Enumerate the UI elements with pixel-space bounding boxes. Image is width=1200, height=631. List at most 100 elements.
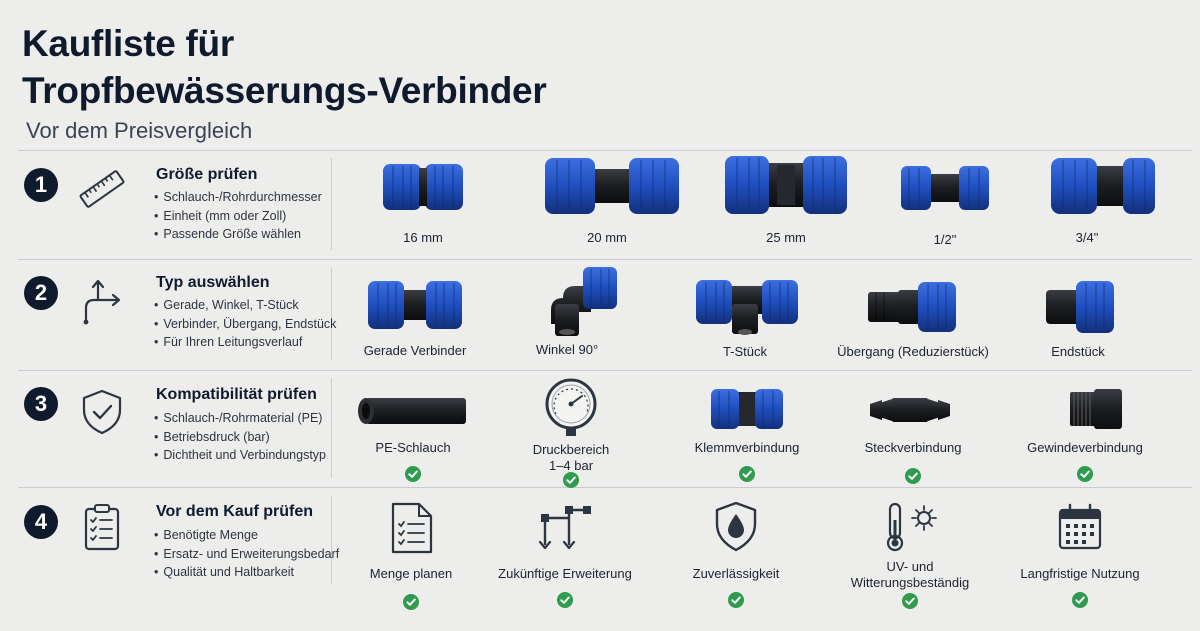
page-title: Kaufliste für Tropfbewässerungs-Verbinde… bbox=[22, 20, 547, 114]
item-threaded-connection: Gewindeverbindung bbox=[990, 386, 1180, 456]
step-heading-4: Vor dem Kauf prüfen bbox=[156, 503, 314, 520]
pipe-branch-icon bbox=[538, 506, 591, 550]
item-label: Klemmverbindung bbox=[694, 440, 800, 455]
item-straight-connector: Gerade Verbinder bbox=[320, 276, 510, 359]
item-label: UV- und bbox=[886, 559, 934, 574]
bullet: Qualität und Haltbarkeit bbox=[154, 563, 339, 582]
check-icon bbox=[905, 468, 921, 484]
bullet: Ersatz- und Erweiterungsbedarf bbox=[154, 545, 339, 564]
item-label: Menge planen bbox=[369, 566, 453, 581]
item-label: Übergang (Reduzierstück) bbox=[837, 344, 989, 359]
step-heading-1: Größe prüfen bbox=[156, 166, 258, 183]
straight-connector-icon bbox=[368, 281, 462, 329]
item-half-inch: 1/2" bbox=[850, 160, 1040, 248]
item-three-quarter-inch: 3/4" bbox=[992, 154, 1182, 246]
check-icon bbox=[563, 472, 579, 488]
item-pe-hose: PE-Schlauch bbox=[318, 388, 508, 456]
coupling-20mm-icon bbox=[545, 158, 679, 214]
divider-2 bbox=[18, 370, 1192, 371]
item-future-expansion: Zukünftige Erweiterung bbox=[470, 500, 660, 582]
item-label: Winkel 90° bbox=[535, 342, 599, 357]
check-icon bbox=[902, 593, 918, 609]
check-icon bbox=[403, 594, 419, 610]
step-heading-2: Typ auswählen bbox=[156, 274, 270, 291]
item-label: Endstück bbox=[1051, 344, 1105, 359]
step-bullets-1: Schlauch-/Rohrdurchmesser Einheit (mm od… bbox=[154, 188, 322, 244]
item-label: Zuverlässigkeit bbox=[692, 566, 780, 581]
step-heading-3: Kompatibilität prüfen bbox=[156, 386, 317, 403]
item-elbow-90: Winkel 90° bbox=[472, 264, 662, 358]
bullet: Betriebsdruck (bar) bbox=[154, 428, 326, 447]
item-label-line2: Witterungsbeständig bbox=[850, 575, 970, 590]
divider-1 bbox=[18, 259, 1192, 260]
clipboard-checklist-icon bbox=[84, 504, 120, 551]
step-bullets-4: Benötigte Menge Ersatz- und Erweiterungs… bbox=[154, 526, 339, 582]
branch-arrows-icon bbox=[83, 279, 121, 325]
item-label: Zukünftige Erweiterung bbox=[498, 566, 632, 581]
check-icon bbox=[405, 466, 421, 482]
title-line-1: Kaufliste für bbox=[22, 23, 234, 64]
threaded-connection-icon bbox=[1070, 389, 1122, 429]
vdivider-1 bbox=[331, 158, 332, 250]
page-subtitle: Vor dem Preisvergleich bbox=[26, 118, 253, 143]
check-icon bbox=[557, 592, 573, 608]
bullet: Schlauch-/Rohrmaterial (PE) bbox=[154, 409, 326, 428]
item-clamp-connection: Klemmverbindung bbox=[652, 386, 842, 456]
elbow-90-icon bbox=[551, 267, 617, 336]
title-line-2: Tropfbewässerungs-Verbinder bbox=[22, 70, 547, 111]
ruler-icon bbox=[79, 170, 125, 208]
item-label: T-Stück bbox=[722, 344, 768, 359]
coupling-16mm-icon bbox=[383, 164, 463, 210]
item-label: Gewindeverbindung bbox=[1027, 440, 1143, 455]
item-end-cap: Endstück bbox=[983, 278, 1173, 360]
item-pressure-range: Druckbereich 1–4 bar bbox=[476, 376, 666, 474]
calendar-icon bbox=[1058, 503, 1102, 550]
step-number-3: 3 bbox=[24, 387, 58, 421]
item-t-piece: T-Stück bbox=[650, 278, 840, 360]
item-label: Steckverbindung bbox=[864, 440, 962, 455]
item-long-term-use: Langfristige Nutzung bbox=[985, 502, 1175, 582]
shield-drop-icon bbox=[715, 501, 757, 552]
item-25mm: 25 mm bbox=[691, 153, 881, 246]
item-label-line2: 1–4 bar bbox=[548, 458, 594, 473]
end-cap-icon bbox=[1046, 281, 1114, 333]
check-icon bbox=[739, 466, 755, 482]
coupling-three-quarter-inch-icon bbox=[1051, 158, 1155, 214]
bullet: Schlauch-/Rohrdurchmesser bbox=[154, 188, 321, 207]
check-icon bbox=[728, 592, 744, 608]
check-icon bbox=[1077, 466, 1093, 482]
bullet: Dichtheit und Verbindungstyp bbox=[154, 446, 326, 465]
coupling-25mm-icon bbox=[725, 156, 847, 214]
item-label: 3/4" bbox=[1075, 230, 1099, 245]
item-label: Druckbereich bbox=[532, 442, 610, 457]
bullet: Gerade, Winkel, T-Stück bbox=[154, 296, 336, 315]
item-label: 1/2" bbox=[933, 232, 957, 247]
vdivider-3 bbox=[331, 378, 332, 478]
thermometer-sun-icon bbox=[886, 502, 937, 552]
bullet: Benötigte Menge bbox=[154, 526, 339, 545]
item-20mm: 20 mm bbox=[512, 154, 702, 246]
bullet: Verbinder, Übergang, Endstück bbox=[154, 315, 336, 334]
item-16mm: 16 mm bbox=[328, 158, 518, 246]
coupling-half-inch-icon bbox=[901, 166, 989, 210]
item-uv-weather-resistant: UV- und Witterungsbeständig bbox=[815, 500, 1005, 591]
step-bullets-3: Schlauch-/Rohrmaterial (PE) Betriebsdruc… bbox=[154, 409, 326, 465]
divider-top bbox=[18, 150, 1192, 151]
item-label: Gerade Verbinder bbox=[363, 343, 467, 358]
divider-3 bbox=[18, 487, 1192, 488]
item-label: Langfristige Nutzung bbox=[1020, 566, 1140, 581]
pressure-gauge-icon bbox=[545, 378, 597, 436]
item-label: 25 mm bbox=[766, 230, 806, 245]
t-piece-icon bbox=[696, 280, 798, 335]
item-label: 20 mm bbox=[587, 230, 627, 245]
bullet: Einheit (mm oder Zoll) bbox=[154, 207, 322, 226]
item-push-connection: Steckverbindung bbox=[818, 390, 1008, 456]
item-label: PE-Schlauch bbox=[375, 440, 451, 455]
step-number-2: 2 bbox=[24, 276, 58, 310]
pe-hose-icon bbox=[358, 398, 466, 424]
bullet: Passende Größe wählen bbox=[154, 225, 322, 244]
item-plan-quantity: Menge planen bbox=[316, 502, 506, 582]
step-bullets-2: Gerade, Winkel, T-Stück Verbinder, Überg… bbox=[154, 296, 336, 352]
reducer-icon bbox=[868, 282, 956, 332]
document-checklist-icon bbox=[391, 502, 433, 554]
